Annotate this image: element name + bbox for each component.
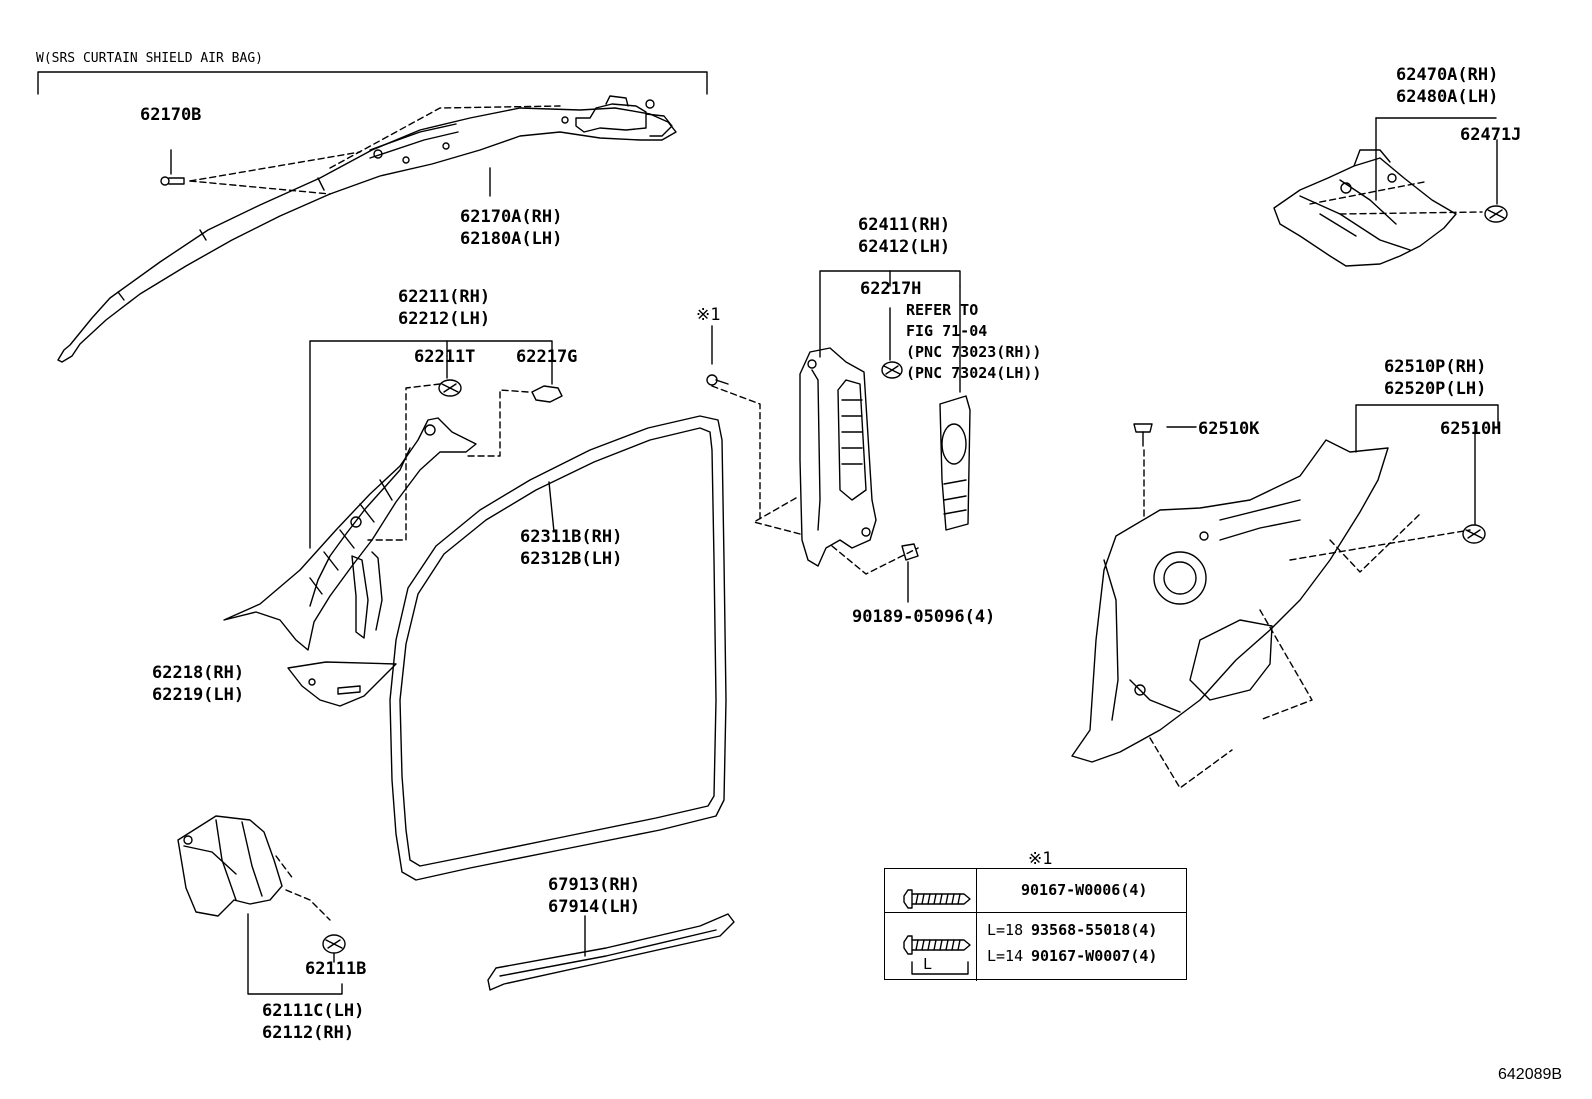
label-62218: 62218(RH) 62219(LH) <box>152 662 244 706</box>
scuff-plate-part <box>487 913 735 991</box>
label-62217H: 62217H <box>860 279 922 299</box>
label-62217G: 62217G <box>516 347 578 367</box>
clip-62217H-icon <box>881 361 903 379</box>
label-62111C: 62111C(LH) 62112(RH) <box>262 1000 364 1044</box>
table-part-90167-W0007: 90167-W0007(4) <box>1031 947 1158 965</box>
label-62211T: 62211T <box>414 347 476 367</box>
clip-62510K-icon <box>1133 423 1153 447</box>
refer-note-line3: (PNC 73023(RH)) <box>906 343 1042 361</box>
label-62470A-rh: 62470A(RH) <box>1396 65 1499 85</box>
quarter-trim-panel-part <box>1071 404 1499 789</box>
door-weatherstrip-part <box>389 415 727 881</box>
center-pillar-garnish-part <box>711 270 961 575</box>
label-67913: 67913(RH) 67914(LH) <box>548 874 640 918</box>
header-note: W(SRS CURTAIN SHIELD AIR BAG) <box>36 51 263 66</box>
screw-L-variant-icon <box>903 935 971 975</box>
fastener-table: 90167-W0006(4) L=18 93568-55018(4) L=14 … <box>884 868 1187 981</box>
label-62480A-lh: 62480A(LH) <box>1396 87 1499 107</box>
label-62510P-rh: 62510P(RH) <box>1384 357 1487 377</box>
refer-note: REFER TO FIG 71-04 (PNC 73023(RH)) (PNC … <box>906 300 1041 384</box>
label-62211: 62211(RH) 62212(LH) <box>398 286 490 330</box>
table-len-18: L=18 <box>987 921 1024 939</box>
label-62170A-rh: 62170A(RH) <box>460 207 563 227</box>
front-pillar-garnish-part <box>223 340 553 651</box>
screw-mark1-icon <box>706 325 729 386</box>
refer-note-line1: REFER TO <box>906 301 979 319</box>
cowl-side-trim-part <box>177 815 343 995</box>
label-62212-lh: 62212(LH) <box>398 309 491 329</box>
label-62219-lh: 62219(LH) <box>152 685 245 705</box>
table-cell-icon <box>885 869 977 912</box>
label-62411: 62411(RH) 62412(LH) <box>858 214 950 258</box>
label-62112-rh: 62112(RH) <box>262 1023 355 1043</box>
label-62311B: 62311B(RH) 62312B(LH) <box>520 526 622 570</box>
label-90189: 90189-05096(4) <box>852 607 996 627</box>
pillar-cover-62218-part <box>287 661 397 707</box>
mark-1-label: ※1 <box>696 305 721 325</box>
bolt-62170B-icon <box>160 105 561 197</box>
label-62510P: 62510P(RH) 62520P(LH) <box>1384 356 1486 400</box>
table-part-93568-55018: 93568-55018(4) <box>1031 921 1158 939</box>
label-67914-lh: 67914(LH) <box>548 897 641 917</box>
label-62180A-lh: 62180A(LH) <box>460 229 563 249</box>
label-62510K: 62510K <box>1198 419 1260 439</box>
seatbelt-cover-referenced-part <box>939 285 971 531</box>
clip-62510H-icon <box>1462 524 1486 544</box>
screw-90167-W0006-icon <box>903 889 971 909</box>
label-62170B: 62170B <box>140 105 202 125</box>
label-62470A: 62470A(RH) 62480A(LH) <box>1396 64 1498 108</box>
label-62211-rh: 62211(RH) <box>398 287 491 307</box>
table-cell-icon <box>885 913 977 981</box>
upper-quarter-trim-part <box>1273 117 1498 267</box>
table-row: L=18 93568-55018(4) L=14 90167-W0007(4) … <box>885 913 1186 981</box>
table-part-90167-W0006: 90167-W0006(4) <box>1021 881 1148 899</box>
clip-90189-icon <box>901 543 919 603</box>
clip-62217G-icon <box>465 351 563 457</box>
airbag-group-bracket <box>37 71 708 95</box>
clip-62111B-icon <box>322 934 346 963</box>
clip-62211T-icon <box>367 355 462 541</box>
screw-length-label: L <box>923 955 933 973</box>
label-62510H: 62510H <box>1440 419 1502 439</box>
curtain-airbag-part <box>57 95 677 363</box>
label-62520P-lh: 62520P(LH) <box>1384 379 1487 399</box>
label-67913-rh: 67913(RH) <box>548 875 641 895</box>
refer-note-line4: (PNC 73024(LH)) <box>906 364 1042 382</box>
label-62471J: 62471J <box>1460 125 1522 145</box>
figure-id: 642089B <box>1498 1066 1563 1083</box>
table-len-14: L=14 <box>987 947 1024 965</box>
refer-note-line2: FIG 71-04 <box>906 322 988 340</box>
label-62111B: 62111B <box>305 959 367 979</box>
label-62218-rh: 62218(RH) <box>152 663 245 683</box>
clip-62471J-icon <box>1484 205 1508 223</box>
label-62311B-rh: 62311B(RH) <box>520 527 623 547</box>
label-62411-rh: 62411(RH) <box>858 215 951 235</box>
label-62111C-lh: 62111C(LH) <box>262 1001 365 1021</box>
table-row: 90167-W0006(4) <box>885 869 1186 913</box>
table-title: ※1 <box>1028 849 1053 869</box>
label-62412-lh: 62412(LH) <box>858 237 951 257</box>
label-62170A: 62170A(RH) 62180A(LH) <box>460 206 562 250</box>
label-62312B-lh: 62312B(LH) <box>520 549 623 569</box>
